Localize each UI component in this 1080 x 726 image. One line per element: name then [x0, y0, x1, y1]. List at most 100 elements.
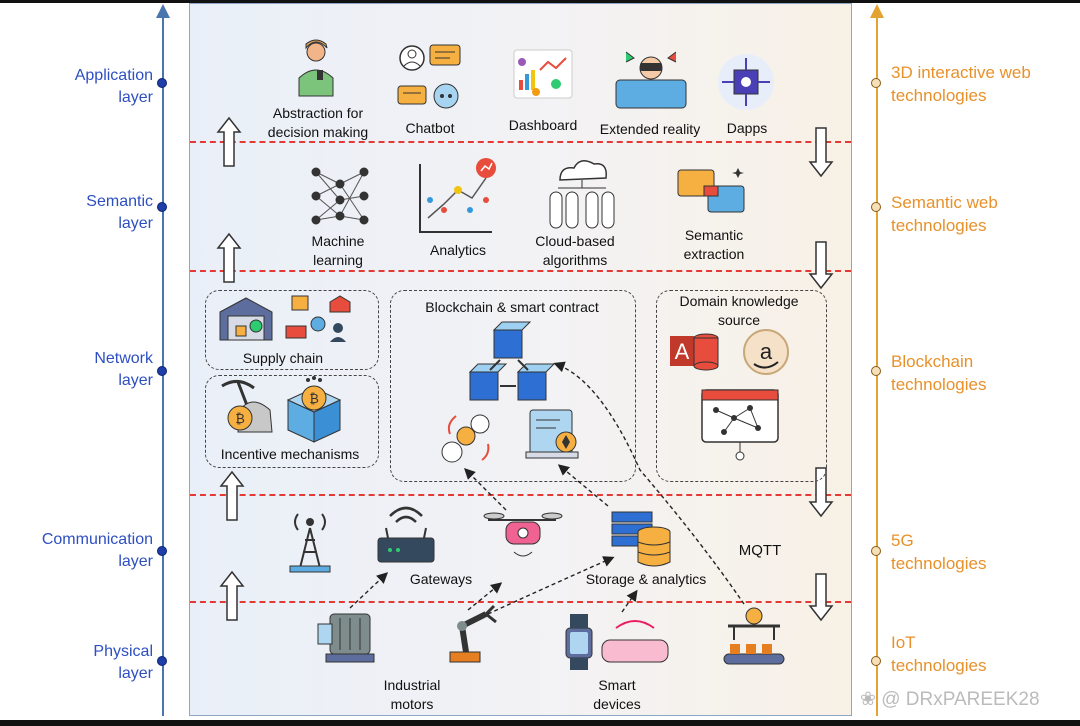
blockchain-smart-contract-label: Blockchain & smart contract [425, 299, 599, 315]
diagram-panel [189, 3, 852, 716]
supply-chain-label: Supply chain [242, 350, 324, 366]
top-border [0, 0, 1080, 3]
robot-to-drone-arrow [467, 582, 503, 611]
cloud-algorithm-icon [549, 160, 615, 229]
layer-label-semantic: Semantic layer [86, 193, 153, 232]
warehouse-icon [219, 297, 273, 341]
app-item-dashboard: Dashboard [508, 117, 578, 133]
down-arrow-icon [808, 127, 834, 178]
analytics-icon [419, 158, 496, 233]
logistics-icon [285, 295, 351, 342]
left-axis-arrowhead [156, 4, 170, 18]
tech-dot-5g [871, 546, 881, 556]
smartwatch-icon [565, 614, 593, 670]
up-arrow-icon [219, 470, 245, 521]
svg-text:a: a [760, 339, 773, 364]
dapps-icon [718, 54, 774, 110]
smart-devices-label: Smart devices [593, 677, 641, 712]
payment-cycle-icon [441, 414, 490, 463]
amazon-icon: a [743, 329, 789, 375]
sem-item-analytics: Analytics [429, 242, 487, 258]
up-arrow-icon [216, 232, 242, 283]
divider-communication-physical [190, 601, 851, 603]
semantic-extraction-icon [677, 168, 745, 213]
up-arrow-icon [219, 570, 245, 621]
cell-tower-icon [289, 513, 331, 573]
vr-headset-icon [615, 51, 687, 109]
person-icon [298, 39, 334, 97]
layer-dot-physical [157, 656, 167, 666]
svg-text:₿: ₿ [235, 412, 245, 427]
svg-text:₿: ₿ [309, 392, 319, 407]
mqtt-label: MQTT [738, 542, 782, 559]
knowledge-graph-icon [701, 389, 779, 461]
tech-dot-3d-web [871, 78, 881, 88]
dashboard-icon [513, 49, 573, 99]
tech-label-iot: IoT technologies [891, 633, 987, 675]
layer-dot-communication [157, 546, 167, 556]
app-item-abstraction: Abstraction for decision making [267, 105, 369, 140]
bottom-border [0, 720, 1080, 726]
storage-to-contract-arrow [557, 464, 609, 507]
tech-label-3d-web: 3D interactive web technologies [891, 63, 1031, 105]
right-axis-arrowhead [870, 4, 884, 18]
domain-knowledge-box [656, 290, 827, 482]
blockchain-box [390, 290, 636, 482]
layer-label-physical: Physical layer [93, 643, 153, 682]
sem-item-machine-learning: Machine learning [311, 233, 365, 268]
blockchain-blocks-icon [468, 321, 556, 401]
tech-label-blockchain: Blockchain technologies [891, 352, 987, 394]
devices-to-storage-arrow [621, 589, 638, 613]
sem-item-semantic-extraction: Semantic extraction [683, 227, 745, 262]
industrial-motors-label: Industrial motors [383, 677, 441, 712]
assembly-line-icon [723, 607, 785, 665]
svg-text:A: A [675, 339, 690, 364]
storage-analytics-label: Storage & analytics [585, 571, 707, 587]
divider-network-communication [190, 494, 851, 496]
incentive-mechanisms-label: Incentive mechanisms [220, 446, 360, 462]
tech-dot-semantic-web [871, 202, 881, 212]
motor-to-gateway-arrow [349, 572, 389, 609]
layer-dot-network [157, 366, 167, 376]
router-icon [377, 506, 435, 563]
drone-icon [483, 512, 563, 557]
layer-label-network: Network layer [94, 350, 153, 389]
down-arrow-icon [808, 241, 834, 290]
bitcoin-cube-icon: ₿ [286, 376, 342, 443]
tech-label-5g: 5G technologies [891, 531, 987, 573]
robot-to-storage-arrow [487, 556, 615, 615]
app-item-dapps: Dapps [726, 120, 768, 136]
vr-glasses-icon [601, 620, 669, 663]
gateways-label: Gateways [409, 571, 473, 587]
watermark: ❀ @ DRxPAREEK28 [860, 689, 1040, 710]
tech-dot-iot [871, 656, 881, 666]
layer-label-communication: Communication layer [41, 531, 153, 570]
divider-semantic-network [190, 270, 851, 272]
chatbot-icon [397, 44, 461, 109]
up-arrow-icon [216, 116, 242, 167]
tech-label-semantic-web: Semantic web technologies [891, 193, 998, 235]
left-axis-line [162, 14, 164, 716]
sem-item-cloud-algorithms: Cloud-based algorithms [535, 233, 615, 268]
robot-arm-icon [449, 604, 497, 663]
down-arrow-icon [808, 467, 834, 518]
bitcoin-mining-icon: ₿ [221, 380, 273, 433]
supply-chain-box [205, 290, 379, 370]
assembly-to-blockchain-arrow [553, 361, 745, 605]
layer-dot-semantic [157, 202, 167, 212]
smart-contract-icon [525, 409, 579, 459]
layer-label-application: Application layer [74, 67, 153, 106]
tech-dot-blockchain [871, 366, 881, 376]
access-database-icon: A [670, 333, 719, 371]
app-item-extended-reality: Extended reality [599, 121, 701, 137]
incentive-box [205, 375, 379, 468]
layer-dot-application [157, 78, 167, 88]
right-axis-line [876, 14, 878, 716]
